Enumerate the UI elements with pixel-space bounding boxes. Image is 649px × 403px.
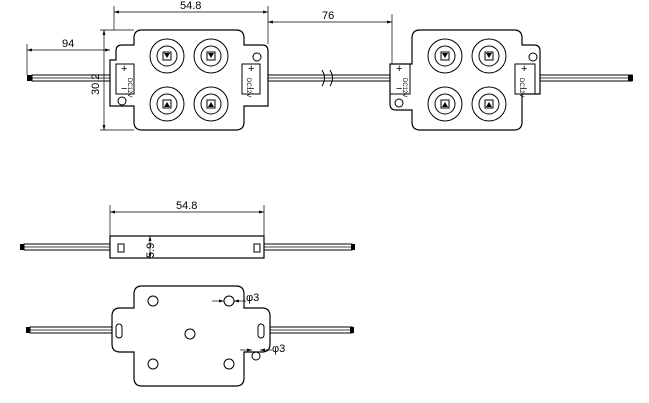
side-hole — [251, 351, 261, 361]
led — [471, 86, 507, 122]
voltage-label-right: DC12V — [245, 78, 251, 97]
module-housing — [389, 29, 541, 131]
connecting-wire — [267, 69, 393, 87]
dim-hole-top-label: φ3 — [246, 292, 259, 304]
center-hole — [184, 328, 196, 340]
mount-hole — [223, 358, 235, 370]
minus-label-right: − — [248, 83, 254, 95]
side-body — [109, 235, 265, 259]
dim-hole-bottom-label: φ3 — [272, 343, 285, 355]
mount-hole — [147, 358, 159, 370]
minus-label: − — [121, 83, 127, 95]
minus-label-right: − — [521, 83, 527, 95]
dim-wire-offset-label: 94 — [62, 38, 74, 50]
plus-label: + — [396, 63, 402, 75]
minus-label: − — [396, 83, 402, 95]
left-connector — [389, 63, 411, 95]
left-connector — [115, 63, 135, 95]
led — [427, 86, 463, 122]
dim-side-thickness-label: 5.9 — [145, 243, 157, 258]
led — [427, 38, 463, 74]
mount-hole — [394, 98, 404, 108]
mount-hole — [147, 295, 159, 307]
led — [193, 86, 229, 122]
mount-hole — [528, 52, 538, 62]
bottom-housing — [111, 285, 271, 387]
side-view: 54.8 5.9 — [20, 200, 355, 259]
left-wire — [27, 74, 117, 82]
right-connector — [514, 63, 536, 95]
top-left-module: + − DC12V + − DC12V — [27, 29, 393, 131]
led — [471, 38, 507, 74]
led — [193, 38, 229, 74]
right-connector — [241, 63, 261, 95]
dim-module-width: 54.8 — [113, 0, 269, 44]
led-grid — [427, 38, 507, 122]
plus-label-right: + — [248, 63, 254, 75]
top-right-module: + − DC12V + − DC12V — [389, 29, 633, 131]
plus-label-right: + — [521, 63, 527, 75]
led — [149, 86, 185, 122]
dim-module-width-label: 54.8 — [180, 0, 201, 12]
plus-label: + — [121, 63, 127, 75]
voltage-label-left: DC12V — [401, 78, 407, 97]
led-grid — [149, 38, 229, 122]
mount-hole — [252, 52, 262, 62]
voltage-label-right: DC12V — [518, 78, 524, 97]
module-housing — [109, 29, 269, 131]
dim-module-spacing-label: 76 — [322, 10, 334, 22]
right-wire — [539, 74, 633, 82]
led — [149, 38, 185, 74]
dim-module-height: 30.2 — [90, 29, 134, 131]
dim-side-width-label: 54.8 — [176, 200, 197, 212]
mount-hole — [117, 96, 127, 106]
voltage-label-left: DC12V — [126, 78, 132, 97]
dim-wire-offset: 94 — [26, 38, 110, 75]
dim-module-height-label: 30.2 — [90, 74, 102, 95]
bottom-view: φ3 φ3 — [26, 285, 354, 387]
dim-module-spacing: 76 — [268, 10, 393, 64]
